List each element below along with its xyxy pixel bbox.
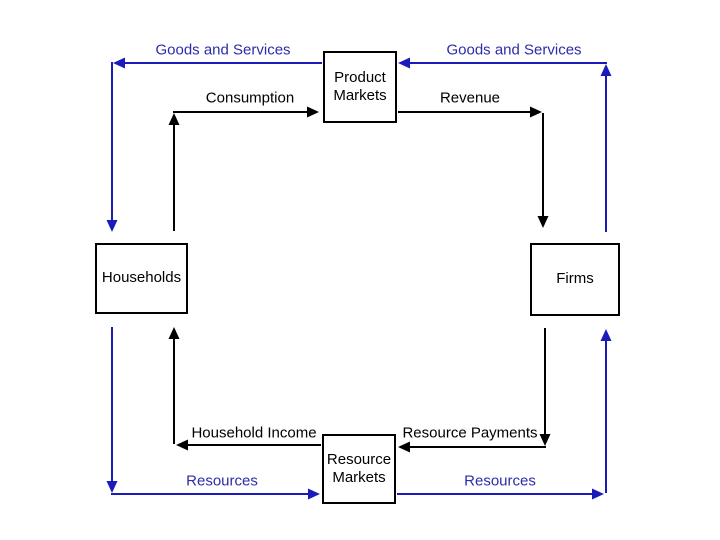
flow-label-goods-and-services-left: Goods and Services	[155, 41, 291, 59]
flow-label-resources-left: Resources	[186, 472, 258, 490]
node-households-label: Households	[101, 269, 182, 287]
flow-label-resources-right: Resources	[464, 472, 536, 490]
resources-right-arrowhead-right	[592, 488, 604, 500]
consumption-arrowhead	[307, 106, 319, 118]
resource-payments-arrowhead-down	[539, 434, 551, 446]
node-firms-label: Firms	[556, 270, 594, 288]
flow-label-consumption: Consumption	[205, 89, 295, 107]
resources-left-arrowhead	[308, 488, 320, 500]
goods-services-right-arrowhead-up	[600, 64, 612, 76]
revenue-arrowhead	[537, 216, 549, 228]
goods-services-right-arrowhead	[398, 57, 410, 69]
resources-left-arrowhead-down	[106, 481, 118, 493]
flow-label-resource-payments: Resource Payments	[402, 424, 538, 442]
resource-payments-arrowhead	[398, 441, 410, 453]
flow-label-revenue: Revenue	[439, 89, 501, 107]
resources-right-arrowhead	[600, 329, 612, 341]
node-resource-markets: Resource Markets	[322, 434, 396, 504]
flow-label-household-income: Household Income	[191, 424, 317, 442]
goods-services-left-arrowhead	[113, 57, 125, 69]
node-product-markets-label: Product Markets	[333, 68, 387, 104]
household-income-arrowhead-left	[176, 439, 188, 451]
node-resource-markets-label: Resource Markets	[326, 450, 392, 486]
revenue-arrowhead-right	[530, 106, 542, 118]
node-product-markets: Product Markets	[323, 51, 397, 123]
node-firms: Firms	[530, 243, 620, 316]
flow-label-goods-and-services-right: Goods and Services	[446, 41, 582, 59]
node-households: Households	[95, 243, 188, 314]
consumption-arrowhead-up	[168, 113, 180, 125]
household-income-arrowhead	[168, 327, 180, 339]
goods-services-left-arrowhead-down	[106, 220, 118, 232]
